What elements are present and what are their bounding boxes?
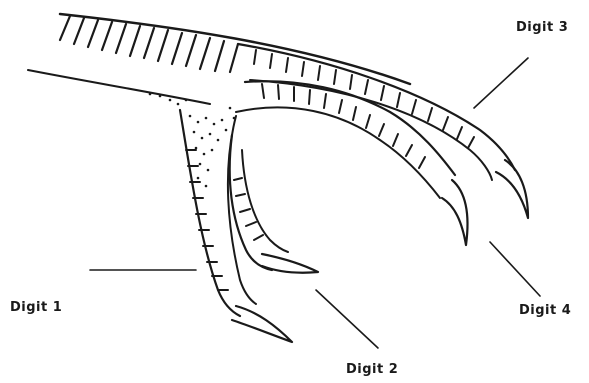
tarsus: [28, 14, 410, 104]
leader-lines: [90, 58, 540, 348]
leader-line-digit-3: [474, 58, 528, 108]
leader-line-digit-4: [490, 242, 540, 296]
label-digit-1: Digit 1: [10, 300, 62, 315]
digit-4: [236, 81, 467, 245]
digit-3: [238, 44, 528, 218]
label-digit-3: Digit 3: [516, 20, 568, 35]
digit-2: [230, 135, 318, 273]
label-digit-4: Digit 4: [519, 303, 571, 318]
leader-line-digit-2: [316, 290, 378, 348]
joint-stipple: [149, 93, 236, 188]
label-digit-2: Digit 2: [346, 362, 398, 377]
